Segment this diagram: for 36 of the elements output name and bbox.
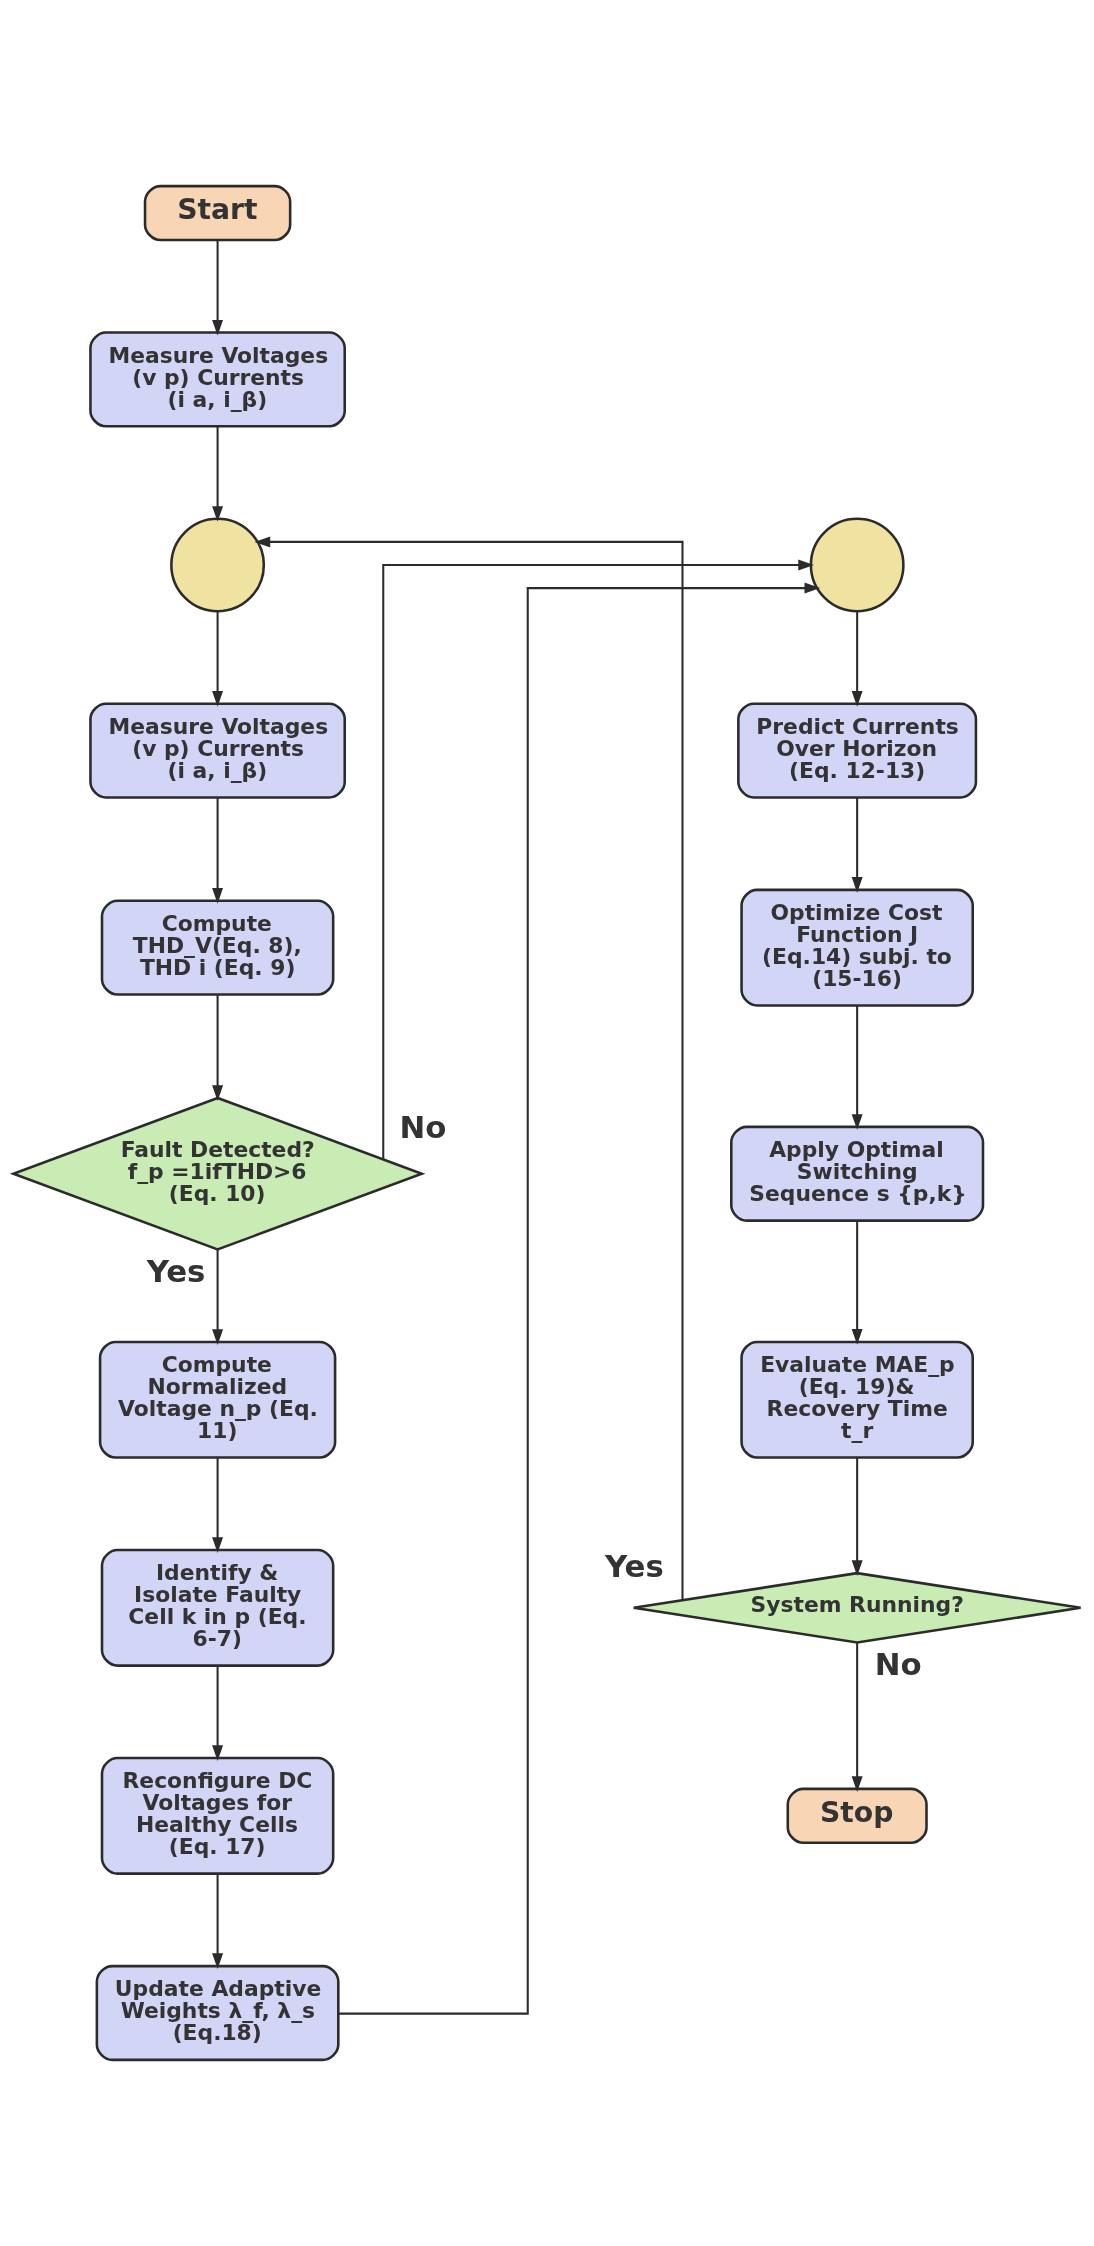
node-box: Measure Voltages (v p) Currents (i a, i_β) xyxy=(89,331,346,428)
node-box: Evaluate MAE_p (Eq. 19)& Recovery Time t_r xyxy=(740,1340,974,1459)
node-box: Apply Optimal Switching Sequence s {p,k} xyxy=(730,1125,985,1222)
node-box: Start xyxy=(143,184,292,242)
arrow xyxy=(212,995,224,1102)
arrow xyxy=(851,1221,863,1345)
arrow xyxy=(851,797,863,893)
arrow xyxy=(382,559,814,1160)
node-box: Measure Voltages (v p) Currents (i a, i_β) xyxy=(89,702,346,799)
arrow xyxy=(851,1642,863,1792)
arrow xyxy=(212,797,224,904)
arrow xyxy=(212,426,224,522)
node-box: Identify & Isolate Faulty Cell k in p (Eq. 6-7) xyxy=(100,1548,335,1667)
node-box: Update Adaptive Weights λ_f, λ_s (Eq.18) xyxy=(95,1964,340,2062)
node-circle xyxy=(809,517,905,613)
edge-label: No xyxy=(399,1108,447,1145)
node-box: Optimize Cost Function J (Eq.14) subj. to (15-16) xyxy=(740,888,974,1007)
arrow xyxy=(212,1665,224,1761)
node-box: Reconfigure DC Voltages for Healthy Cells (Eq. 17) xyxy=(100,1756,335,1875)
arrow xyxy=(212,1249,224,1346)
arrow xyxy=(851,1457,863,1577)
arrow xyxy=(338,582,821,2015)
arrow xyxy=(851,1005,863,1130)
edge-label: No xyxy=(874,1646,922,1683)
arrow xyxy=(212,1873,224,1969)
edge-label: Yes xyxy=(146,1253,206,1290)
arrow xyxy=(212,240,224,336)
node-box: Predict Currents Over Horizon (Eq. 12-13) xyxy=(737,702,978,799)
arrow xyxy=(212,1457,224,1553)
node-circle xyxy=(170,517,266,613)
node-box: Compute THD_V(Eq. 8), THD i (Eq. 9) xyxy=(100,899,335,996)
arrow xyxy=(254,536,684,1600)
arrow xyxy=(851,611,863,707)
node-box: Stop xyxy=(786,1787,928,1845)
node-box: Compute Normalized Voltage n_p (Eq. 11) xyxy=(98,1340,337,1459)
arrow xyxy=(212,611,224,707)
